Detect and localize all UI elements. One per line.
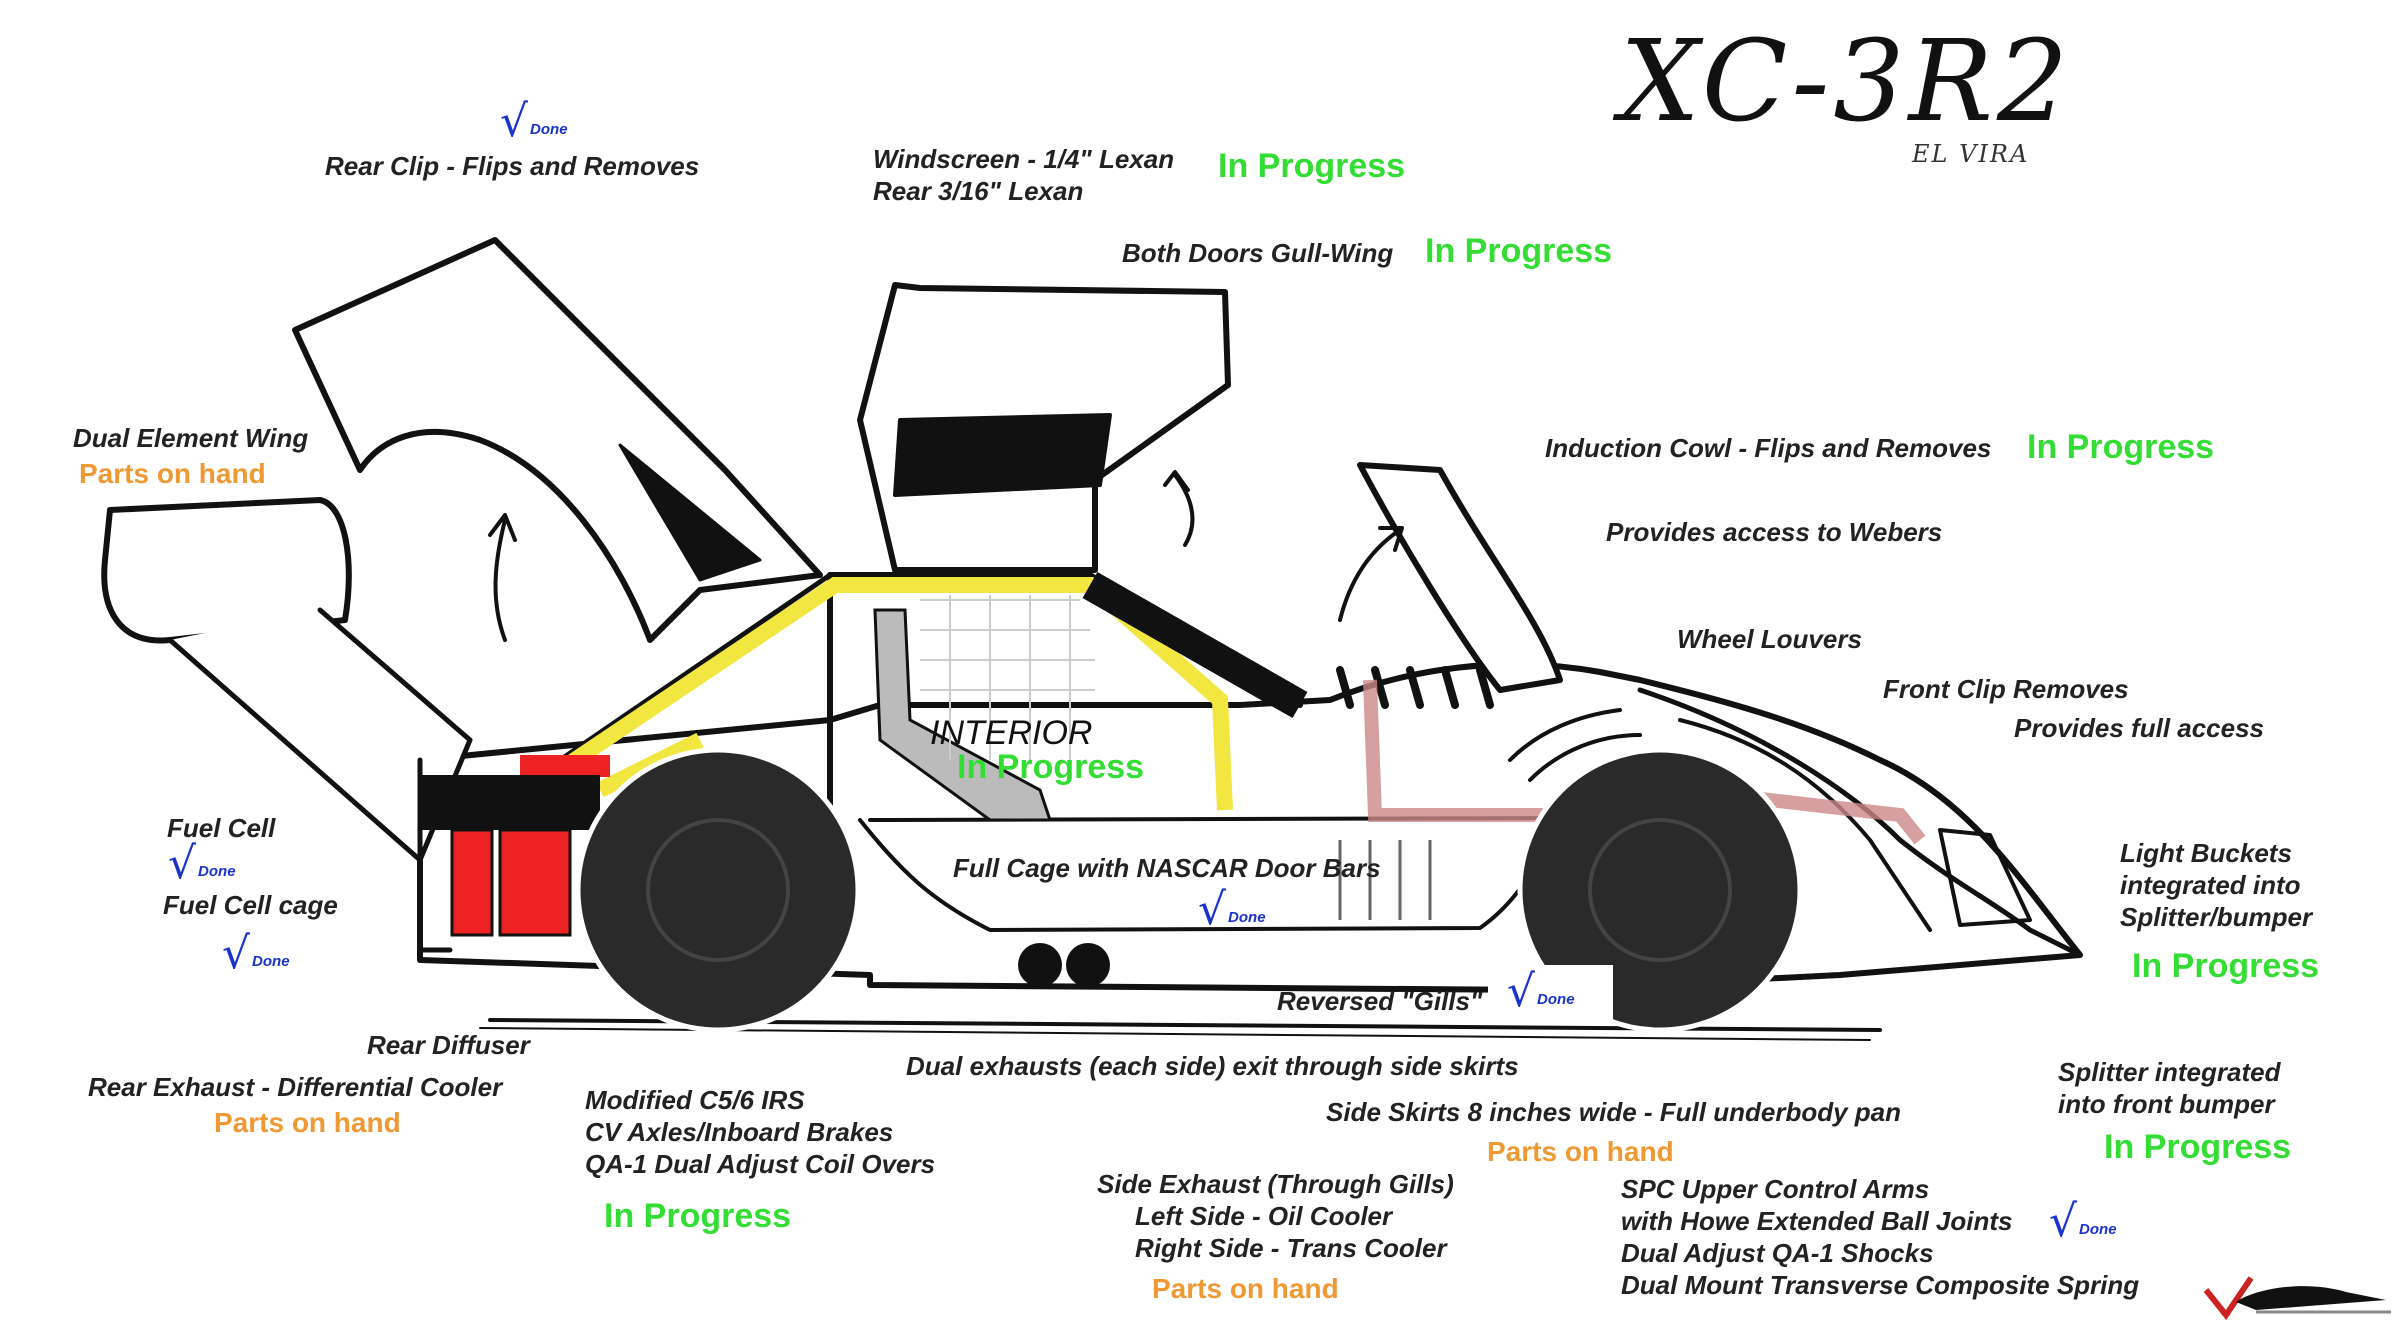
- rear-window-frame: [557, 572, 833, 763]
- front-clip-label: Front Clip Removes: [1883, 674, 2129, 704]
- cowl-arrow: [1338, 526, 1404, 622]
- checkmark-icon: √: [2049, 1196, 2078, 1247]
- wheel-louvers: [1508, 708, 1642, 782]
- side-skirts-status: Parts on hand: [1487, 1136, 1674, 1167]
- windscreen-status: In Progress: [1218, 147, 1406, 185]
- checkmark-icon: √: [1198, 884, 1227, 935]
- side-skirts-label: Side Skirts 8 inches wide - Full underbo…: [1326, 1097, 1901, 1127]
- rear-exhaust-label: Rear Exhaust - Differential Cooler: [88, 1072, 503, 1102]
- tail-light-left: [450, 828, 494, 937]
- full-cage-done: √Done: [1198, 884, 1266, 935]
- dual-wing-label: Dual Element Wing: [73, 423, 309, 453]
- front-suspension-label: SPC Upper Control Arms with Howe Extende…: [1621, 1174, 2140, 1300]
- rear-exhaust-status: Parts on hand: [214, 1107, 401, 1138]
- webers-label: Provides access to Webers: [1606, 517, 1943, 547]
- front-nose: [1637, 687, 2083, 958]
- full-access-label: Provides full access: [2014, 713, 2265, 743]
- front-fender-line: [1678, 718, 1932, 932]
- rear-clip-done: √Done: [500, 96, 568, 147]
- irs-label: Modified C5/6 IRS CV Axles/Inboard Brake…: [585, 1085, 936, 1179]
- tail-light-right: [498, 828, 572, 937]
- irs-status: In Progress: [604, 1197, 792, 1235]
- checkmark-icon: √: [168, 838, 197, 889]
- front-suspension-done: √Done: [2049, 1196, 2117, 1247]
- rear-clip-label: Rear Clip - Flips and Removes: [325, 151, 700, 181]
- interior-label: INTERIOR: [930, 714, 1093, 752]
- dual-exhausts-label: Dual exhausts (each side) exit through s…: [906, 1051, 1519, 1081]
- windscreen-label: Windscreen - 1/4" Lexan Rear 3/16" Lexan: [873, 144, 1175, 206]
- light-bucket: [1938, 828, 2032, 927]
- induction-cowl-status: In Progress: [2027, 428, 2215, 466]
- splitter-status: In Progress: [2104, 1128, 2292, 1166]
- exhaust-tip-1: [1018, 943, 1062, 987]
- wheel-louvers-label: Wheel Louvers: [1677, 624, 1862, 654]
- checkmark-icon: √: [1507, 966, 1536, 1017]
- both-doors-status: In Progress: [1425, 232, 1613, 270]
- diagram-subtitle: EL VIRA: [1912, 140, 2030, 168]
- tail-light-upper: [520, 755, 610, 777]
- rear-wheel-hub: [646, 818, 790, 962]
- side-exhaust-label: Side Exhaust (Through Gills) Left Side -…: [1097, 1169, 1454, 1263]
- side-gills: [1338, 840, 1432, 920]
- rear-diffuser-label: Rear Diffuser: [367, 1030, 530, 1060]
- door-window: [893, 413, 1112, 497]
- interior-status: In Progress: [957, 748, 1145, 786]
- side-exhaust-status: Parts on hand: [1152, 1273, 1339, 1304]
- rear-clip-vent: [618, 443, 762, 582]
- gills-label-patch: [1488, 965, 1613, 1025]
- interior-seat: [873, 608, 1053, 822]
- rear-clip-arrow: [488, 513, 517, 642]
- v-logo-icon: [2203, 1276, 2391, 1320]
- front-wheel-hub: [1588, 818, 1732, 962]
- light-buckets-status: In Progress: [2132, 947, 2320, 985]
- full-cage-label: Full Cage with NASCAR Door Bars: [953, 853, 1381, 883]
- fuel-cell-cage-label: Fuel Cell cage: [163, 890, 338, 920]
- weber-stacks: [1336, 666, 1494, 709]
- rear-wheel: [575, 747, 861, 1033]
- reversed-gills-done: √Done: [1507, 966, 1575, 1017]
- both-doors-label: Both Doors Gull-Wing: [1122, 238, 1394, 268]
- front-wheel: [1517, 747, 1803, 1033]
- dual-wing-status: Parts on hand: [79, 458, 266, 489]
- rear-bumper-block: [420, 775, 600, 830]
- interior-grid: [920, 595, 1095, 760]
- exhaust-tip-2: [1066, 943, 1110, 987]
- splitter-label: Splitter integrated into front bumper: [2058, 1057, 2281, 1119]
- checkmark-icon: √: [222, 928, 251, 979]
- fuel-cell-cage-done: √Done: [222, 928, 290, 979]
- fuel-cell-done: √Done: [168, 838, 236, 889]
- fuel-cell-label: Fuel Cell: [167, 813, 276, 843]
- rear-clip: [292, 237, 823, 643]
- induction-cowl-label: Induction Cowl - Flips and Removes: [1545, 433, 1992, 463]
- light-buckets-label: Light Buckets integrated into Splitter/b…: [2120, 838, 2313, 932]
- door-open-arrow: [1163, 470, 1195, 547]
- diagram-title: XC-3R2: [1620, 17, 2073, 147]
- reversed-gills-label: Reversed "Gills": [1277, 986, 1483, 1016]
- checkmark-icon: √: [500, 96, 529, 147]
- induction-cowl: [1357, 462, 1563, 693]
